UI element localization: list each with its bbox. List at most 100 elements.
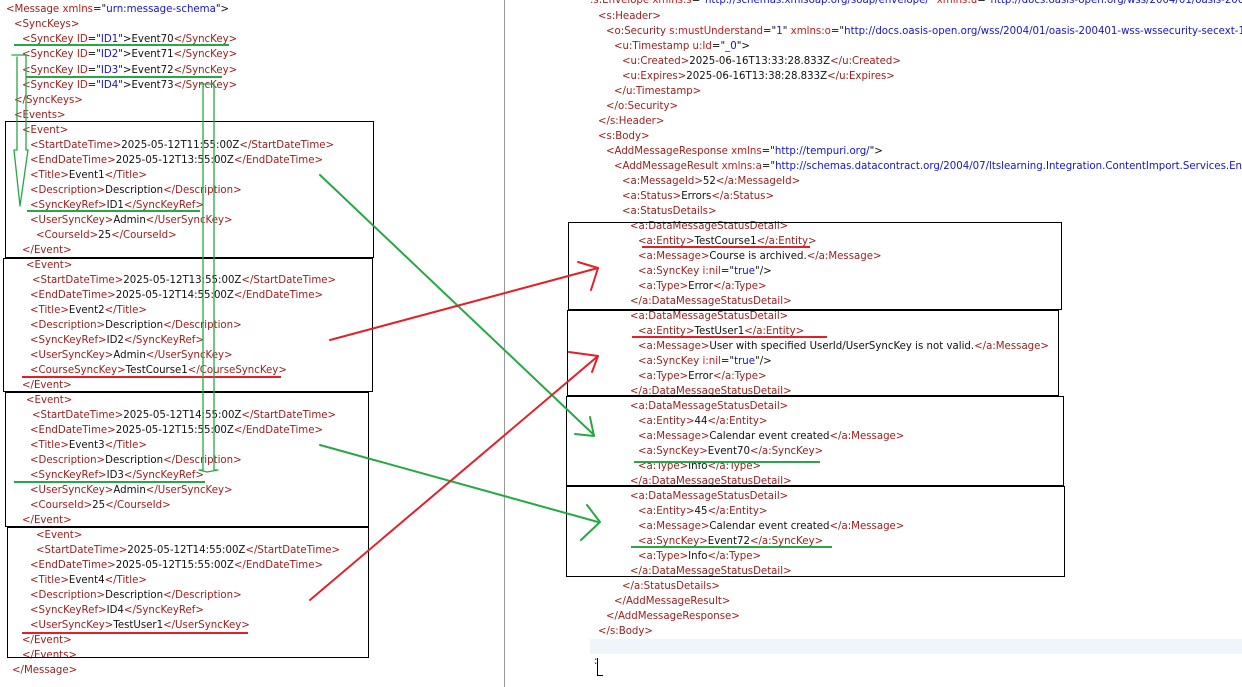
xml-token: Calendar event created	[709, 431, 830, 442]
xml-line: <u:Created>2025-06-16T13:33:28.833Z</u:C…	[622, 54, 901, 69]
status-detail-box-4	[566, 486, 1065, 577]
xml-line: <StartDateTime>2025-05-12T13:55:00Z</Sta…	[32, 273, 336, 288]
xml-token: Info	[688, 551, 708, 562]
xml-token: 25	[98, 230, 112, 241]
xml-token: <SyncKeyRef>	[30, 200, 107, 211]
xml-token: </EndDateTime>	[233, 290, 324, 301]
xml-line: <StartDateTime>2025-05-12T14:55:00Z</Sta…	[36, 543, 340, 558]
current-line-highlight	[590, 639, 1242, 654]
xml-line: </a:DataMessageStatusDetail>	[630, 384, 792, 399]
status-detail-box-1	[568, 222, 1062, 310]
xml-line: </Event>	[22, 243, 72, 258]
xml-token: <a:Type>	[638, 371, 689, 382]
xml-token: </SyncKey>	[173, 65, 238, 76]
xml-token: <a:Entity>	[638, 416, 695, 427]
underline-synckey-id3	[26, 76, 222, 78]
xml-token: Event3	[68, 440, 105, 451]
xml-token: ">	[869, 146, 883, 157]
xml-token: </SyncKeyRef>	[123, 200, 204, 211]
xml-token: s:mustUnderstand	[669, 26, 764, 37]
xml-line: <UserSyncKey>Admin</UserSyncKey>	[30, 348, 233, 363]
xml-token: Event70	[707, 446, 750, 457]
xml-token: </SyncKey>	[173, 80, 238, 91]
xml-token: 44	[694, 416, 708, 427]
xml-token: ="	[711, 41, 726, 52]
xml-token: <StartDateTime>	[32, 275, 124, 286]
xml-token: :	[594, 656, 598, 667]
xml-token: ="	[761, 161, 776, 172]
xml-line: <SyncKeyRef>ID4</SyncKeyRef>	[30, 603, 204, 618]
xml-line: <a:Type>Info</a:Type>	[638, 459, 761, 474]
xml-token: <Events>	[14, 110, 66, 121]
underline-synckeyref-id1	[27, 210, 200, 212]
xml-line: </s:Header>	[598, 114, 664, 129]
xml-token: 2025-05-12T15:55:00Z	[115, 560, 234, 571]
underline-synckeyref-id3	[14, 481, 205, 483]
xml-token: xmlns	[62, 4, 93, 15]
xml-token: "	[782, 26, 791, 37]
xml-token: </a:SyncKey>	[749, 536, 824, 547]
xml-token: <SyncKeys>	[14, 19, 80, 30]
xml-token: ="	[93, 4, 107, 15]
xml-token: <UserSyncKey>	[30, 215, 114, 226]
xml-token: </CourseId>	[105, 500, 171, 511]
xml-token: TestUser1	[694, 326, 745, 337]
xml-line: <Event>	[22, 123, 68, 138]
xml-token: <a:SyncKey	[638, 356, 703, 367]
xml-token: <a:Type>	[638, 551, 689, 562]
xml-token: <SyncKey	[22, 65, 77, 76]
xml-token: http://docs.oasis-open.org/wss/2004/01/o…	[844, 26, 1242, 37]
xml-token: Description	[105, 320, 164, 331]
xml-token: Admin	[113, 350, 146, 361]
xml-token: <a:DataMessageStatusDetail>	[630, 491, 789, 502]
xml-token: <a:DataMessageStatusDetail>	[630, 221, 789, 232]
xml-token: </a:Type>	[713, 281, 767, 292]
xml-token: </a:DataMessageStatusDetail>	[630, 566, 792, 577]
xml-token: </SyncKey>	[173, 34, 238, 45]
xml-token: </a:SyncKey>	[749, 446, 824, 457]
xml-token: </s:Header>	[598, 116, 665, 127]
xml-token: "	[928, 0, 937, 6]
xml-line: <a:Status>Errors</a:Status>	[622, 189, 774, 204]
xml-line: <CourseId>25</CourseId>	[30, 498, 171, 513]
response-xml-editor[interactable]: :s:Envelope xmlns:s="http://schemas.xmls…	[505, 0, 1242, 687]
xml-token: <Event>	[26, 260, 73, 271]
xml-token: <StartDateTime>	[30, 140, 122, 151]
xml-token: </u:Expires>	[827, 71, 895, 82]
xml-token: ">	[118, 80, 132, 91]
xml-line: <u:Timestamp u:Id="_0">	[614, 39, 750, 54]
xml-token: 2025-05-12T14:55:00Z	[115, 290, 234, 301]
xml-line: <CourseId>25</CourseId>	[36, 228, 177, 243]
xml-token: u:Id	[692, 41, 712, 52]
xml-token: </Event>	[22, 245, 72, 256]
xml-line: </Event>	[22, 513, 72, 528]
xml-token: Errors	[681, 191, 712, 202]
xml-line: <Title>Event4</Title>	[30, 573, 147, 588]
xml-token: </EndDateTime>	[233, 560, 324, 571]
xml-token: ID3	[100, 65, 119, 76]
xml-token: </Event>	[22, 380, 72, 391]
xml-token: <Event>	[36, 530, 83, 541]
xml-token: ID	[76, 49, 88, 60]
xml-token: TestUser1	[113, 620, 164, 631]
xml-token: <a:DataMessageStatusDetail>	[630, 311, 789, 322]
xml-token: ">	[118, 49, 132, 60]
xml-token: <StartDateTime>	[32, 410, 124, 421]
xml-token: Info	[688, 461, 708, 472]
xml-token: ID4	[100, 80, 119, 91]
text-caret	[597, 658, 603, 676]
event-box-4	[7, 527, 369, 658]
xml-token: </UserSyncKey>	[145, 485, 233, 496]
xml-token: i:nil	[702, 266, 721, 277]
xml-token: <Description>	[30, 455, 106, 466]
xml-line: <UserSyncKey>TestUser1</UserSyncKey>	[30, 618, 250, 633]
xml-token: true	[734, 266, 756, 277]
xml-token: <SyncKeyRef>	[30, 605, 107, 616]
xml-line: <a:Message>Calendar event created</a:Mes…	[638, 429, 904, 444]
xml-line: <SyncKeyRef>ID2</SyncKeyRef>	[30, 333, 204, 348]
xml-token: <a:Message>	[638, 251, 710, 262]
xml-token: Admin	[113, 215, 146, 226]
xml-token: Event72	[131, 65, 174, 76]
xml-token: </SyncKeyRef>	[123, 605, 204, 616]
xml-token: ="	[830, 26, 845, 37]
